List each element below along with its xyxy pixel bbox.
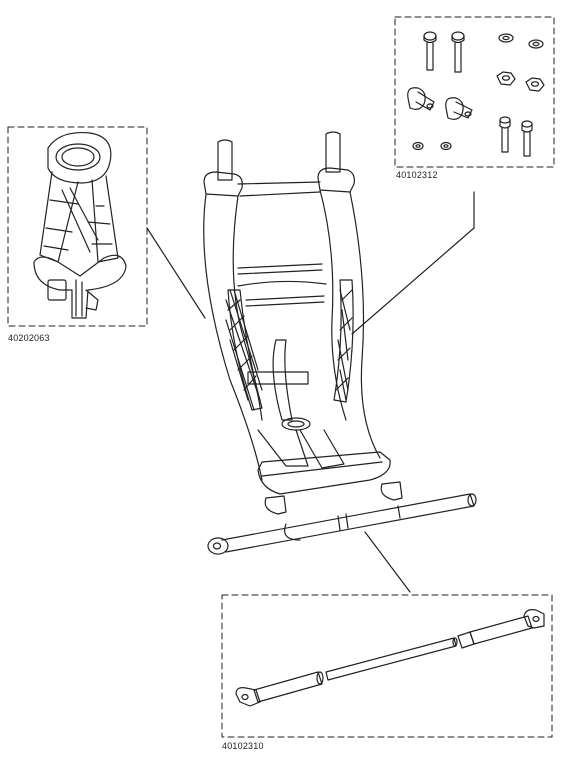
harness-leader-line — [147, 228, 205, 318]
hardware-leader-line-2 — [352, 228, 474, 334]
d-ring-bracket-2 — [446, 98, 472, 120]
washer-1 — [499, 34, 513, 42]
bar-leader-line — [365, 532, 410, 592]
washer-2 — [529, 40, 543, 48]
washer-3 — [413, 143, 423, 150]
infant-sling-illustration — [204, 132, 476, 554]
long-bolt-1 — [424, 32, 436, 70]
nut-1 — [497, 72, 515, 85]
long-bolt-2 — [452, 32, 464, 72]
bar-callout-box — [222, 595, 552, 737]
cross-bar-illustration — [236, 610, 544, 706]
hardware-callout-box — [395, 17, 554, 167]
harness-part-number: 40202063 — [8, 333, 50, 343]
hardware-kit-part-number: 40102312 — [396, 170, 438, 180]
cross-bar-part-number: 40102310 — [222, 741, 264, 751]
short-bolt-1 — [500, 117, 510, 152]
d-ring-bracket-1 — [408, 88, 434, 110]
short-bolt-2 — [522, 121, 532, 156]
harness-strap-illustration — [34, 133, 126, 318]
hardware-kit-illustration — [408, 32, 544, 156]
harness-callout-box — [8, 127, 147, 326]
nut-2 — [526, 78, 544, 91]
washer-4 — [441, 143, 451, 150]
